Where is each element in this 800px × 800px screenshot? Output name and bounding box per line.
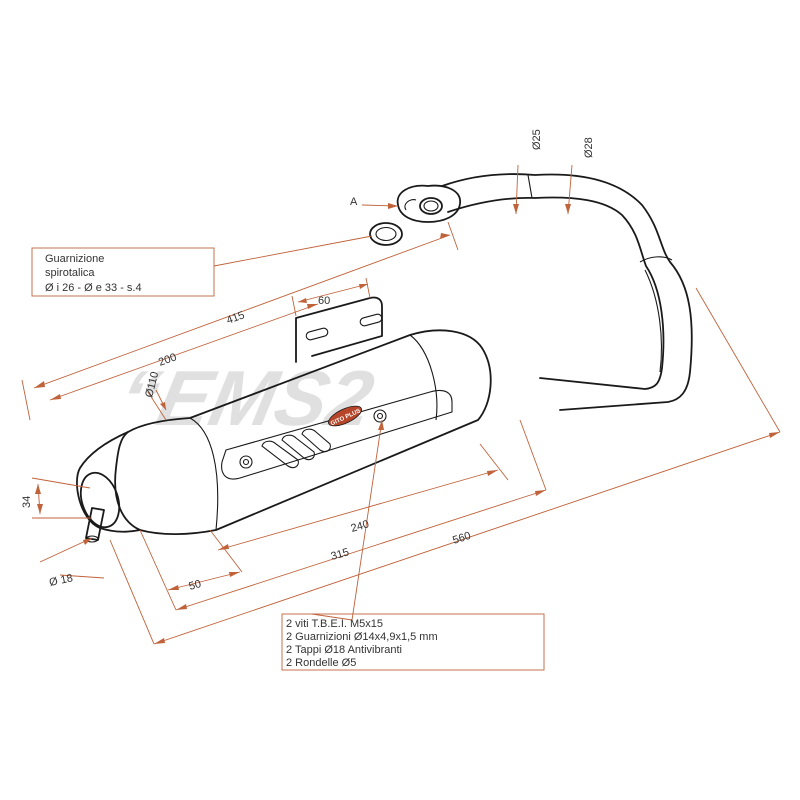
dim-560: 560: [451, 530, 472, 547]
kit-line-4: 2 Rondelle Ø5: [286, 657, 356, 669]
gasket-note-line3: Ø i 26 - Ø e 33 - s.4: [45, 282, 142, 294]
dim-415: 415: [225, 309, 246, 327]
dimension-lines: [21, 164, 781, 645]
kit-line-3: 2 Tappi Ø18 Antivibranti: [286, 644, 402, 656]
end-cone: [76, 431, 141, 533]
muffler-cap-edge: [189, 417, 219, 531]
exhaust-assembly: GITO PLUS: [76, 173, 693, 543]
pipe-band-1: [527, 174, 533, 199]
dim-34: 34: [21, 496, 33, 508]
kit-line-1: 2 viti T.B.E.I. M5x15: [286, 618, 383, 630]
header-flange: [396, 184, 461, 223]
dim-diameter-18: Ø 18: [48, 572, 74, 589]
kit-line-2: 2 Guarnizioni Ø14x4,9x1,5 mm: [286, 631, 438, 643]
spiral-gasket: [369, 222, 403, 246]
kit-list-box: [281, 613, 545, 671]
pipe-band-2: [639, 256, 673, 263]
pipe-highlight: [644, 269, 662, 373]
muffler-end-edge: [409, 334, 438, 421]
watermark-text: “EMS2: [111, 355, 381, 442]
flange-port: [419, 197, 443, 215]
panel-bolt-left-center: [242, 458, 250, 466]
dim-315: 315: [330, 546, 351, 563]
muffler-side-panel: [221, 389, 453, 480]
bracket-slot-left: [305, 327, 329, 341]
gasket-note-box: [31, 247, 215, 297]
gasket-note-line2: spirotalica: [45, 267, 95, 279]
dim-200: 200: [157, 351, 178, 369]
dim-240: 240: [350, 518, 371, 535]
dim-60: 60: [318, 295, 330, 307]
vent-slots: [261, 428, 331, 469]
bracket-slot-right: [359, 313, 383, 327]
flange-port-inner: [423, 200, 439, 212]
muffler-body: [114, 329, 492, 536]
label-arrow-a: A: [350, 196, 358, 208]
spiral-gasket-inner: [375, 226, 397, 242]
end-cone-rim: [79, 471, 121, 529]
panel-bolt-left: [239, 455, 253, 469]
flange-slot: [404, 199, 417, 211]
panel-bolt-right-center: [376, 412, 384, 420]
dim-50: 50: [188, 578, 203, 593]
header-pipe: [441, 173, 693, 411]
dim-diameter-28: Ø28: [583, 137, 595, 158]
gasket-note-line1: Guarnizione: [45, 253, 104, 265]
tail-pipe-opening: [85, 535, 99, 543]
dim-diameter-25: Ø25: [531, 129, 543, 150]
panel-bolt-right: [373, 409, 387, 423]
